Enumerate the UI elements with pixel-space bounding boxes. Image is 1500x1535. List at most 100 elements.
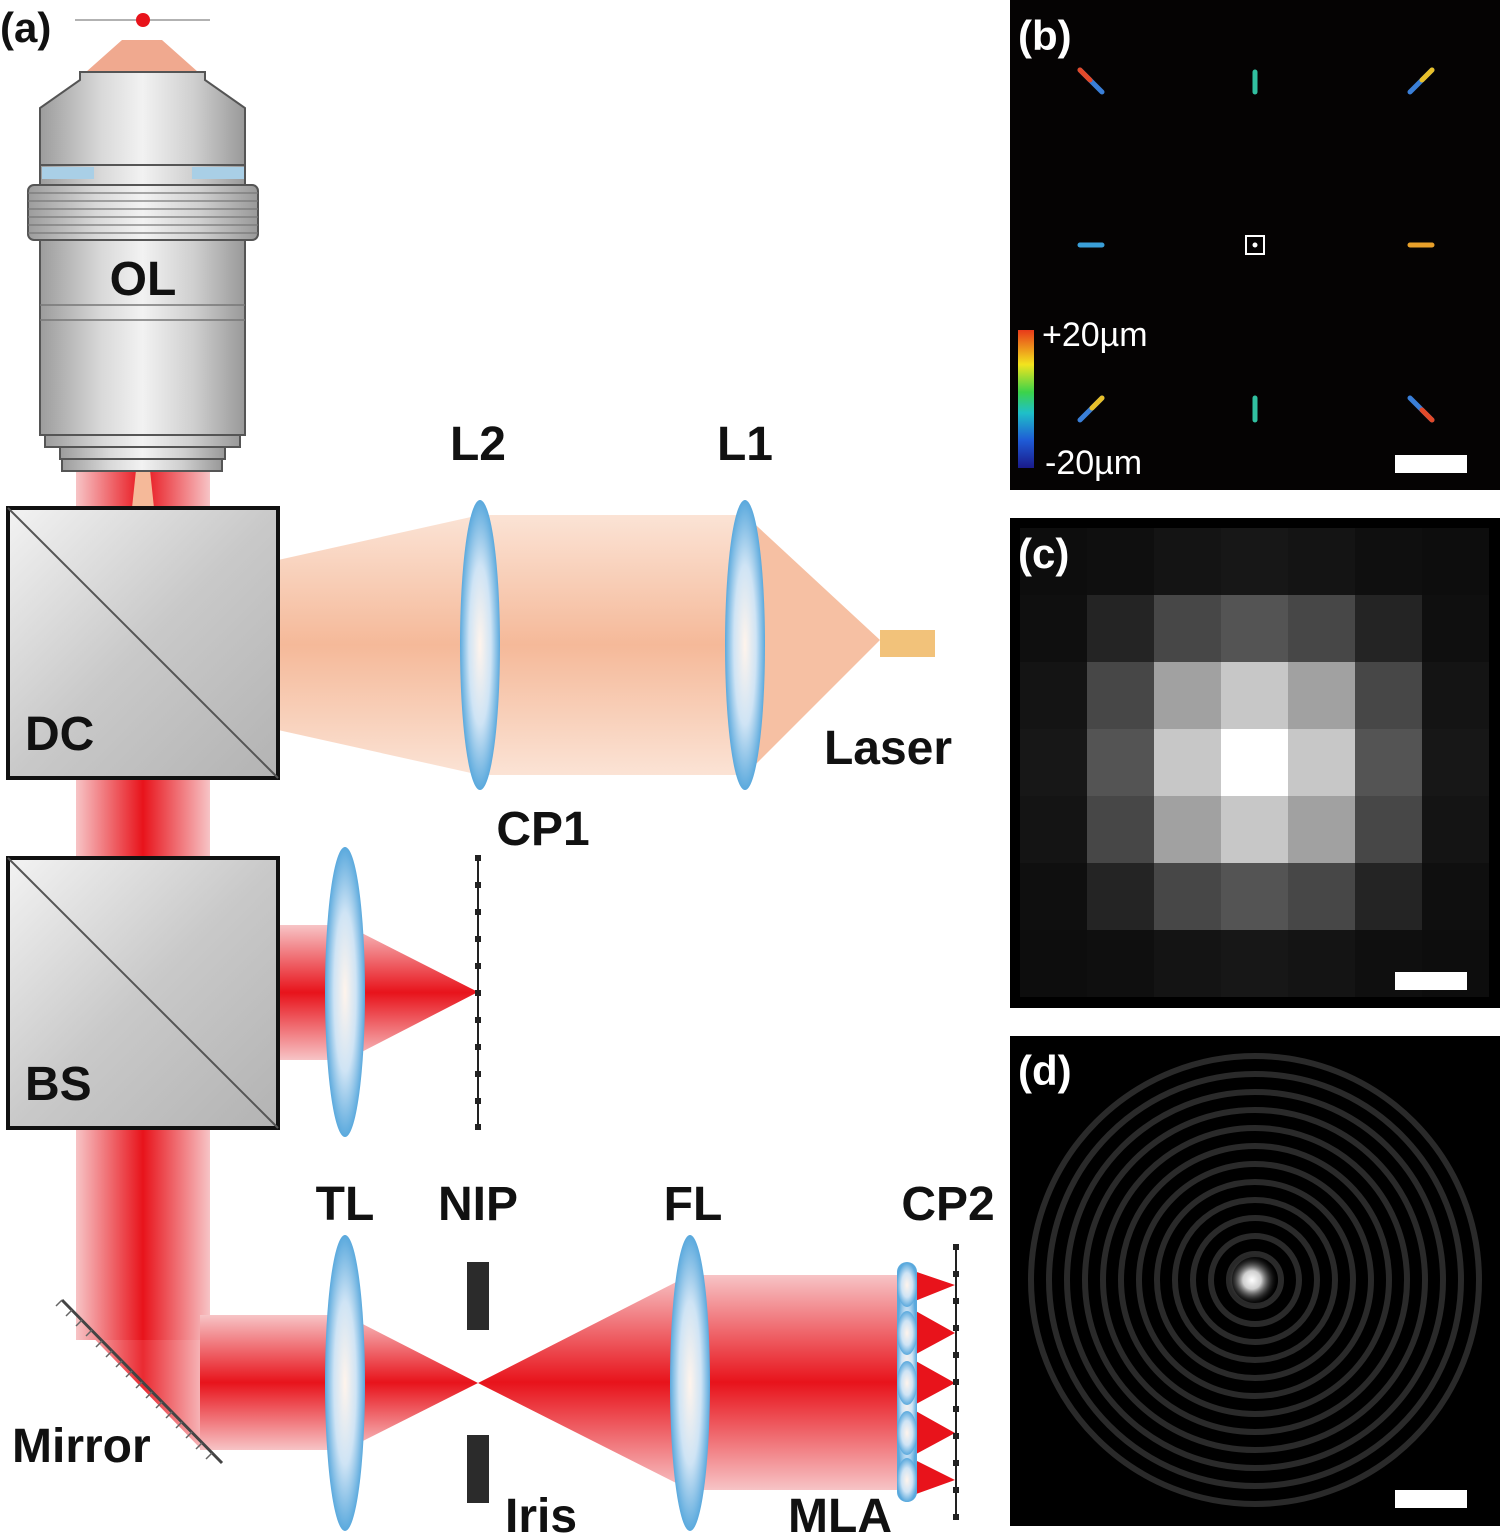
psf-pixel [1087,662,1154,729]
dichroic-cube [6,506,280,780]
psf-pixel [1422,863,1489,930]
psf-pixel [1288,796,1355,863]
scale-bar-c [1395,972,1467,990]
airy-rings [1028,1053,1482,1507]
panel-c-image: (c) [1010,518,1500,1008]
panel-b-label: (b) [1018,12,1072,59]
label-l2: L2 [450,418,506,471]
colorbar-max-label: +20µm [1042,316,1148,354]
orange-beam-to-objective [132,470,154,508]
psf-pixel [1288,930,1355,997]
psf-pixel [1020,595,1087,662]
beam-nip-fl [478,1275,690,1490]
psf-pixel [1087,595,1154,662]
label-bs: BS [25,1058,92,1111]
psf-pixel [1355,863,1422,930]
psf-pixel [1221,863,1288,930]
iris-bottom-blade [467,1435,489,1503]
objective-lens [27,13,259,472]
psf-pixel [1154,528,1221,595]
lens-tl [325,1235,365,1531]
psf-pixel [1020,528,1087,595]
psf-pixel [1221,528,1288,595]
psf-pixel [1020,662,1087,729]
scale-bar-d [1395,1490,1467,1508]
psf-pixel [1221,729,1288,796]
psf-pixel [1422,528,1489,595]
psf-pixel [1355,796,1422,863]
beam-tl-nip [345,1315,478,1450]
label-nip: NIP [438,1178,518,1231]
psf-pixel [1422,662,1489,729]
beam-lens-cp1 [346,925,478,1060]
psf-pixel [1355,528,1422,595]
psf-pixel-grid [1020,528,1489,997]
scale-bar-b [1395,455,1467,473]
orange-beam-expanded [278,515,745,775]
label-cp2: CP2 [901,1178,994,1231]
colorbar [1018,330,1034,468]
psf-pixel [1355,729,1422,796]
psf-pixel [1087,863,1154,930]
psf-streaks [1077,67,1435,423]
panel-d-image: (d) [1010,1036,1500,1526]
psf-pixel [1288,863,1355,930]
psf-pixel [1020,863,1087,930]
psf-pixel [1154,863,1221,930]
label-dc: DC [25,708,94,761]
micro-lens-array [897,1262,917,1502]
label-iris: Iris [505,1490,577,1535]
mirror [55,1298,224,1465]
laser-chip [880,630,935,657]
panel-a-label: (a) [0,4,51,51]
psf-pixel [1422,796,1489,863]
psf-pixel [1221,796,1288,863]
psf-pixel [1221,595,1288,662]
red-beam-corner [76,1300,210,1448]
psf-pixel [1087,796,1154,863]
psf-pixel [1020,729,1087,796]
psf-pixel [1154,662,1221,729]
psf-pixel [1087,729,1154,796]
lens-fl [670,1235,710,1531]
psf-pixel [1288,729,1355,796]
psf-pixel [1154,796,1221,863]
lens-cp1 [325,847,365,1137]
camera-plane-cp1 [475,855,481,1130]
psf-pixel [1355,662,1422,729]
beam-splitter-cube [6,856,280,1130]
label-laser: Laser [824,722,952,775]
psf-pixel [1020,930,1087,997]
psf-pixel [1020,796,1087,863]
label-ol: OL [110,253,177,306]
orange-beam-cone [745,515,880,775]
panel-c-label: (c) [1018,530,1069,577]
label-l1: L1 [717,418,773,471]
psf-pixel [1288,662,1355,729]
label-fl: FL [664,1178,723,1231]
psf-pixel [1221,662,1288,729]
red-beam-horizontal [200,1315,345,1450]
center-box [1245,235,1265,255]
psf-pixel [1154,729,1221,796]
psf-pixel [1154,930,1221,997]
psf-pixel [1087,930,1154,997]
psf-pixel [1422,729,1489,796]
colorbar-min-label: -20µm [1045,444,1142,482]
psf-pixel [1422,595,1489,662]
panel-a-setup: (a) [0,4,995,1535]
beam-fl-mla [690,1275,905,1490]
central-spot [1226,1254,1278,1306]
label-mirror: Mirror [12,1420,151,1473]
label-cp1: CP1 [496,803,589,856]
lens-l1 [725,500,765,790]
psf-pixel [1288,595,1355,662]
psf-pixel [1355,595,1422,662]
lens-l2 [460,500,500,790]
label-mla: MLA [788,1490,892,1535]
psf-pixel [1221,930,1288,997]
psf-pixel [1288,528,1355,595]
label-tl: TL [316,1178,375,1231]
panel-d-label: (d) [1018,1047,1072,1094]
psf-pixel [1154,595,1221,662]
